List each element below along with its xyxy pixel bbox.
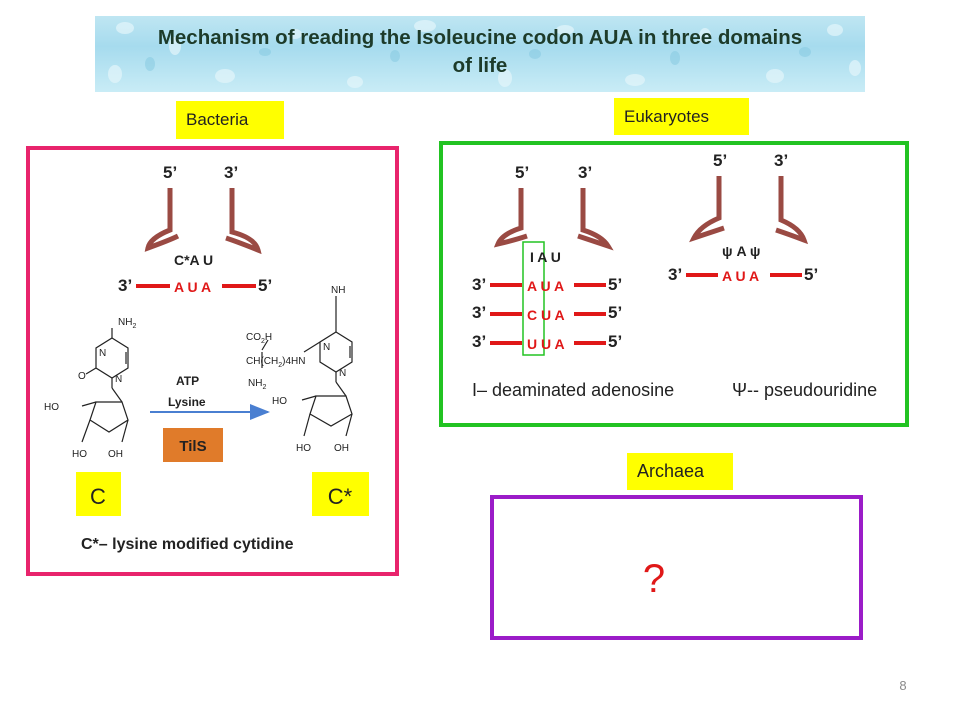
slide-title-line1: Mechanism of reading the Isoleucine codo… bbox=[157, 26, 803, 49]
bacteria-codon-5prime: 5’ bbox=[258, 276, 272, 295]
euk-right-anticodon: ψ A ψ bbox=[722, 243, 760, 259]
eukaryotes-panel bbox=[439, 141, 909, 427]
euk-right-codon: A U A bbox=[722, 268, 759, 284]
tils-enzyme-box bbox=[163, 428, 223, 462]
euk-right-codon-3prime: 3’ bbox=[668, 265, 682, 284]
cytidine-o-label: O bbox=[78, 371, 86, 382]
euk-right-3prime-label: 3’ bbox=[774, 151, 788, 170]
water-drops-texture bbox=[108, 20, 861, 88]
lysidine-n3-label: N bbox=[323, 342, 330, 353]
lysidine-oh-label: OH bbox=[334, 443, 349, 454]
lysidine-chain-label: CH(CH2)4HN bbox=[246, 356, 305, 369]
slide-title: Mechanism of reading the Isoleucine codo… bbox=[95, 24, 865, 80]
euk-codon1-5prime: 5’ bbox=[608, 275, 622, 294]
euk-legend-pseudouridine: Ψ-- pseudouridine bbox=[732, 380, 877, 400]
euk-left-5prime-label: 5’ bbox=[515, 163, 529, 182]
euk-wobble-highlight-box bbox=[522, 241, 545, 356]
euk-right-codon-5prime: 5’ bbox=[804, 265, 818, 284]
tils-enzyme-label: TilS bbox=[179, 438, 206, 455]
euk-codon3: U U A bbox=[527, 336, 565, 352]
euk-codon3-5prime: 5’ bbox=[608, 332, 622, 351]
c-label-box bbox=[76, 472, 121, 516]
bacteria-5prime-label: 5’ bbox=[163, 163, 177, 182]
euk-right-trna-right-arm bbox=[775, 176, 809, 245]
euk-right-trna-left-arm bbox=[689, 176, 725, 243]
slide-title-line2: of life bbox=[452, 54, 508, 77]
euk-codon1-3prime: 3’ bbox=[472, 275, 486, 294]
archaea-label: Archaea bbox=[627, 453, 733, 490]
title-banner: Mechanism of reading the Isoleucine codo… bbox=[95, 16, 865, 92]
eukaryotes-label: Eukaryotes bbox=[614, 98, 749, 135]
euk-codon3-3prime: 3’ bbox=[472, 332, 486, 351]
euk-codon2-5prime: 5’ bbox=[608, 303, 622, 322]
bacteria-3prime-label: 3’ bbox=[224, 163, 238, 182]
archaea-question-mark: ? bbox=[643, 557, 665, 601]
lysidine-structure bbox=[261, 296, 353, 437]
lysidine-ho-bottom-label: HO bbox=[296, 443, 311, 454]
cytidine-nh2-label: NH2 bbox=[118, 317, 136, 330]
euk-codon1: A U A bbox=[527, 278, 564, 294]
euk-left-trna-left-arm bbox=[493, 188, 528, 248]
euk-legend-inosine: I– deaminated adenosine bbox=[472, 380, 674, 400]
arrow-lysine-label: Lysine bbox=[168, 395, 206, 409]
lysidine-n1-label: N bbox=[339, 368, 346, 379]
lysidine-ho-label: HO bbox=[272, 396, 287, 407]
bacteria-label: Bacteria bbox=[176, 101, 284, 139]
cytidine-oh-label: OH bbox=[108, 449, 123, 460]
cytidine-n3-label: N bbox=[99, 348, 106, 359]
bacteria-trna-right-arm bbox=[225, 188, 262, 255]
bacteria-footnote: C*– lysine modified cytidine bbox=[81, 536, 294, 553]
archaea-panel bbox=[490, 495, 863, 640]
cytidine-n1-label: N bbox=[115, 374, 122, 385]
euk-left-anticodon: I A U bbox=[530, 249, 561, 265]
euk-left-trna-right-arm bbox=[577, 188, 614, 251]
page-number: 8 bbox=[899, 678, 907, 693]
arrow-atp-label: ATP bbox=[176, 374, 199, 388]
lysidine-co2h-label: CO2H bbox=[246, 332, 272, 345]
cytidine-structure bbox=[81, 328, 129, 443]
cytidine-ho-bottom-label: HO bbox=[72, 449, 87, 460]
bacteria-anticodon: C*A U bbox=[174, 252, 213, 268]
euk-right-5prime-label: 5’ bbox=[713, 151, 727, 170]
lysidine-nh-label: NH bbox=[331, 285, 345, 296]
euk-codon2-3prime: 3’ bbox=[472, 303, 486, 322]
cstar-label: C* bbox=[328, 484, 353, 509]
cytidine-ho-label: HO bbox=[44, 402, 59, 413]
euk-codon2: C U A bbox=[527, 307, 565, 323]
bacteria-codon-3prime: 3’ bbox=[118, 276, 132, 295]
lysidine-nh2-label: NH2 bbox=[248, 378, 266, 391]
bacteria-panel bbox=[26, 146, 399, 576]
c-label: C bbox=[90, 484, 106, 509]
euk-left-3prime-label: 3’ bbox=[578, 163, 592, 182]
cstar-label-box bbox=[312, 472, 369, 516]
bacteria-trna-left-arm bbox=[144, 188, 180, 252]
bacteria-codon: A U A bbox=[174, 279, 211, 295]
